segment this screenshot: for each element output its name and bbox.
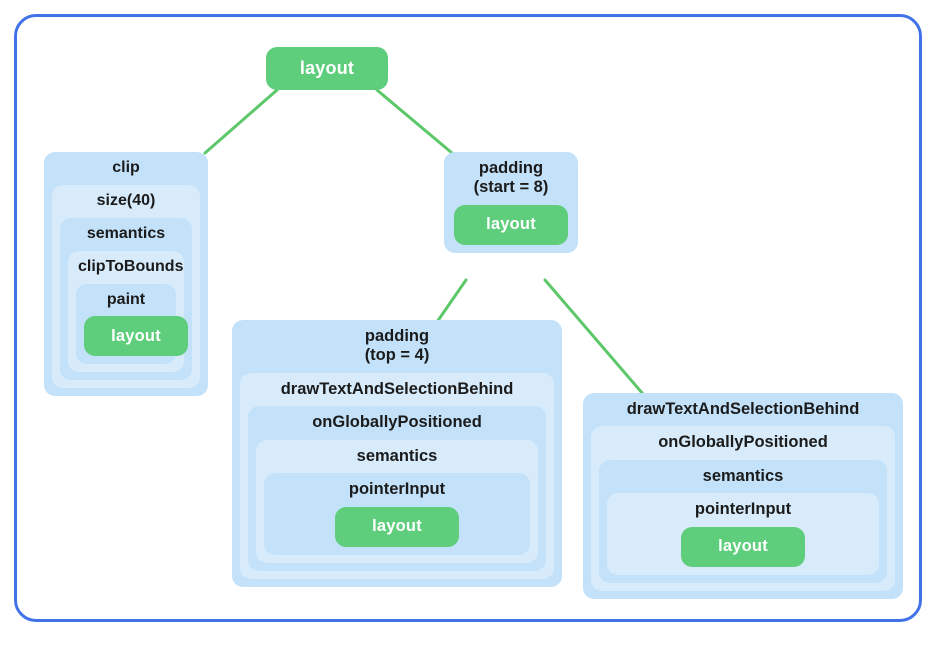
modifier-clip-label: clip (112, 159, 140, 176)
node-padding-start-layout[interactable]: layout (454, 204, 568, 245)
stack-draw-text: drawTextAndSelectionBehind onGloballyPos… (583, 393, 903, 599)
modifier-padding-top-label: padding (top = 4) (364, 327, 430, 365)
modifier-drawtextandselectionbehind[interactable]: drawTextAndSelectionBehind onGloballyPos… (240, 372, 554, 579)
modifier-ongloballypositioned-right[interactable]: onGloballyPositioned semantics pointerIn… (591, 426, 895, 591)
modifier-size[interactable]: size(40) semantics clipToBounds paint la… (52, 184, 200, 389)
node-draw-text-layout[interactable]: layout (681, 526, 805, 567)
modifier-drawtextandselectionbehind-right-label: drawTextAndSelectionBehind (626, 400, 860, 418)
modifier-semantics-mid-label: semantics (356, 446, 438, 465)
node-padding-top-layout[interactable]: layout (335, 506, 459, 547)
stack-padding-start: padding (start = 8) layout (444, 152, 578, 253)
modifier-pointerinput-right[interactable]: pointerInput layout (607, 493, 879, 575)
modifier-cliptobounds[interactable]: clipToBounds paint layout (68, 250, 188, 373)
modifier-pointerinput[interactable]: pointerInput layout (264, 473, 530, 555)
modifier-clip[interactable]: clip size(40) semantics clipToBounds pai… (44, 152, 208, 397)
node-clip-layout[interactable]: layout (84, 316, 188, 357)
modifier-pointerinput-right-label: pointerInput (694, 500, 792, 519)
modifier-semantics-label: semantics (86, 224, 166, 242)
stack-clip: clip size(40) semantics clipToBounds pai… (44, 152, 208, 397)
modifier-cliptobounds-label: clipToBounds (78, 257, 184, 275)
modifier-padding-start-label: padding (start = 8) (473, 159, 549, 197)
modifier-semantics-right-label: semantics (702, 466, 784, 485)
modifier-ongloballypositioned-label: onGloballyPositioned (312, 413, 482, 432)
modifier-drawtextandselectionbehind-right[interactable]: drawTextAndSelectionBehind onGloballyPos… (583, 393, 903, 599)
modifier-size-label: size(40) (96, 191, 156, 209)
modifier-semantics[interactable]: semantics clipToBounds paint layout (60, 217, 192, 381)
modifier-pointerinput-label: pointerInput (348, 480, 446, 499)
modifier-ongloballypositioned-right-label: onGloballyPositioned (658, 433, 828, 452)
modifier-padding-start[interactable]: padding (start = 8) layout (444, 152, 578, 253)
modifier-semantics-right[interactable]: semantics pointerInput layout (599, 459, 887, 583)
modifier-paint[interactable]: paint layout (76, 283, 188, 365)
modifier-semantics-mid[interactable]: semantics pointerInput layout (256, 439, 538, 563)
modifier-drawtextandselectionbehind-label: drawTextAndSelectionBehind (280, 379, 514, 398)
modifier-ongloballypositioned[interactable]: onGloballyPositioned semantics pointerIn… (248, 406, 546, 571)
stack-padding-top: padding (top = 4) drawTextAndSelectionBe… (232, 320, 562, 587)
modifier-padding-top[interactable]: padding (top = 4) drawTextAndSelectionBe… (232, 320, 562, 587)
node-root-layout[interactable]: layout (266, 47, 388, 90)
modifier-paint-label: paint (106, 290, 146, 308)
